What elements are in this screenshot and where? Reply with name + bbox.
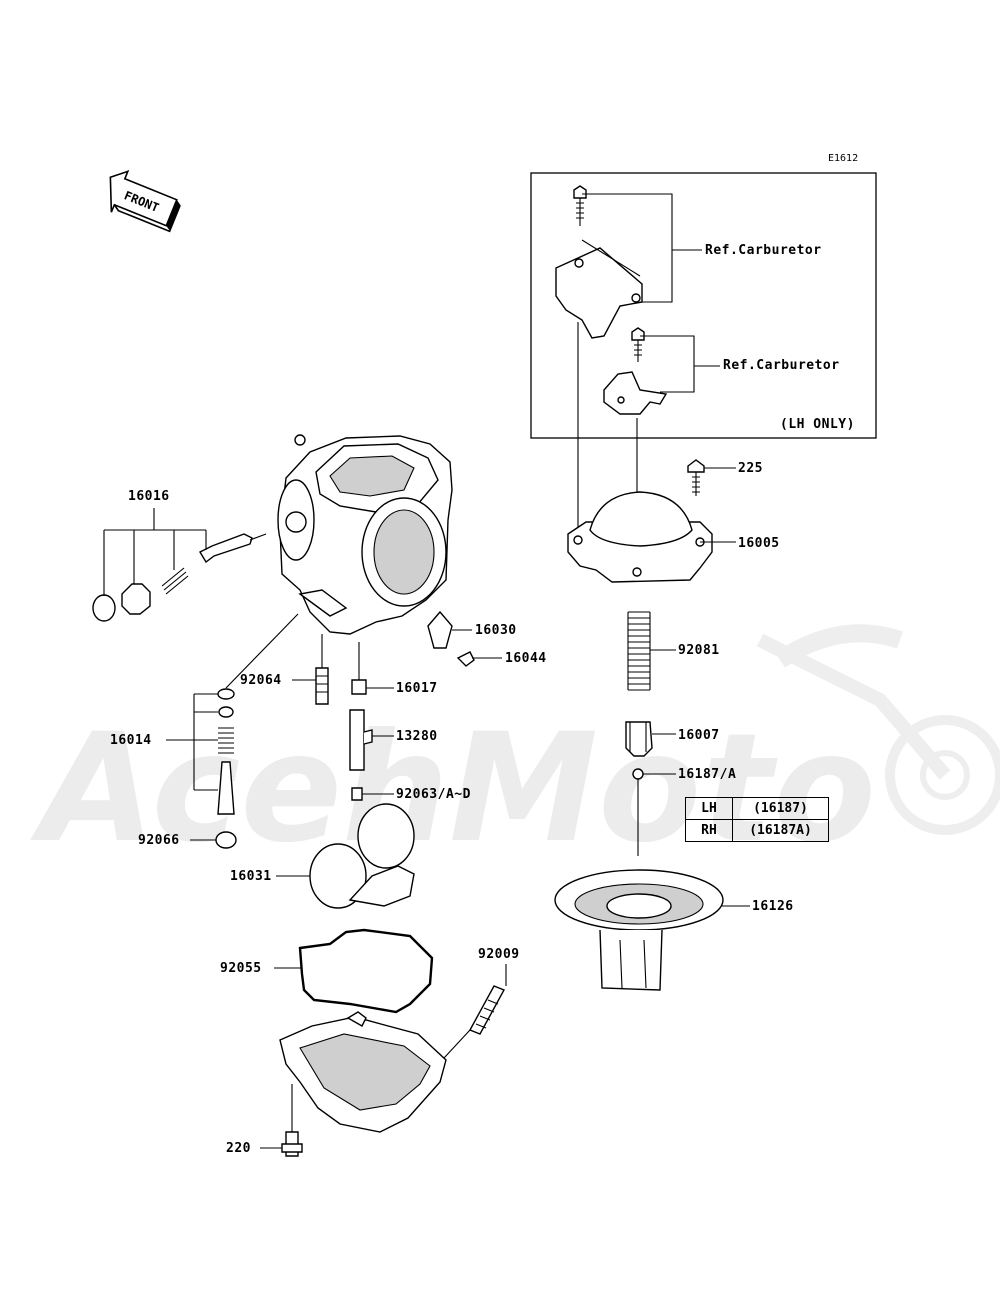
label-16187: 16187/A <box>678 767 736 782</box>
label-16017: 16017 <box>396 681 438 696</box>
vacuum-piston-16126 <box>554 869 724 991</box>
label-16005: 16005 <box>738 536 780 551</box>
variant-side: LH <box>685 797 733 820</box>
gasket-92055 <box>298 928 434 1014</box>
label-16016: 16016 <box>128 489 170 504</box>
label-220: 220 <box>226 1141 251 1156</box>
air-screw-set-16014 <box>217 688 235 815</box>
label-ref-carburetor-2: Ref.Carburetor <box>723 358 840 373</box>
variant-part: (16187) <box>732 797 829 820</box>
lh-only-label: (LH ONLY) <box>780 417 855 432</box>
label-92063: 92063/A~D <box>396 787 471 802</box>
top-cover-16005 <box>567 491 713 583</box>
label-16007: 16007 <box>678 728 720 743</box>
label-225: 225 <box>738 461 763 476</box>
label-92055: 92055 <box>220 961 262 976</box>
watermark: AcehMoto <box>30 624 1000 876</box>
jet-92064 <box>315 667 329 705</box>
variant-row-lh: LH (16187) <box>685 797 829 820</box>
label-16044: 16044 <box>505 651 547 666</box>
label-16014: 16014 <box>110 733 152 748</box>
label-92066: 92066 <box>138 833 180 848</box>
variant-side: RH <box>685 819 733 842</box>
lh-only-box <box>530 172 877 439</box>
clip-16044 <box>456 651 475 667</box>
label-16030: 16030 <box>475 623 517 638</box>
variant-part: (16187A) <box>732 819 829 842</box>
float-16031 <box>309 803 415 909</box>
main-jet-92063 <box>351 787 363 801</box>
label-92064: 92064 <box>240 673 282 688</box>
jet-holder-16017 <box>351 679 367 695</box>
label-13280: 13280 <box>396 729 438 744</box>
pilot-screw-set-16016 <box>92 533 267 622</box>
label-92009: 92009 <box>478 947 520 962</box>
cap-92066 <box>215 831 237 849</box>
label-92081: 92081 <box>678 643 720 658</box>
bracket-lower <box>603 327 668 415</box>
variant-table: LH (16187) RH (16187A) <box>685 797 829 842</box>
needle-holder-16007 <box>625 721 653 757</box>
screw-220 <box>281 1131 303 1157</box>
label-ref-carburetor-1: Ref.Carburetor <box>705 243 822 258</box>
carburetor-body <box>277 434 453 635</box>
watermark-motorcycle-icon <box>756 624 1000 835</box>
diagram-code: E1612 <box>828 153 858 164</box>
watermark-text: AcehMoto <box>30 702 876 876</box>
variant-row-rh: RH (16187A) <box>685 819 829 842</box>
label-16126: 16126 <box>752 899 794 914</box>
float-bowl <box>279 1011 447 1133</box>
drain-screw-92009 <box>469 985 505 1035</box>
front-arrow-icon: FRONT <box>109 170 181 233</box>
needle-jet-13280 <box>349 709 373 771</box>
screw-225 <box>687 459 705 496</box>
label-16031: 16031 <box>230 869 272 884</box>
bracket-upper <box>555 185 643 339</box>
jet-needle-16187 <box>632 768 644 856</box>
float-valve-16030 <box>427 610 453 649</box>
spring-92081 <box>627 611 651 691</box>
